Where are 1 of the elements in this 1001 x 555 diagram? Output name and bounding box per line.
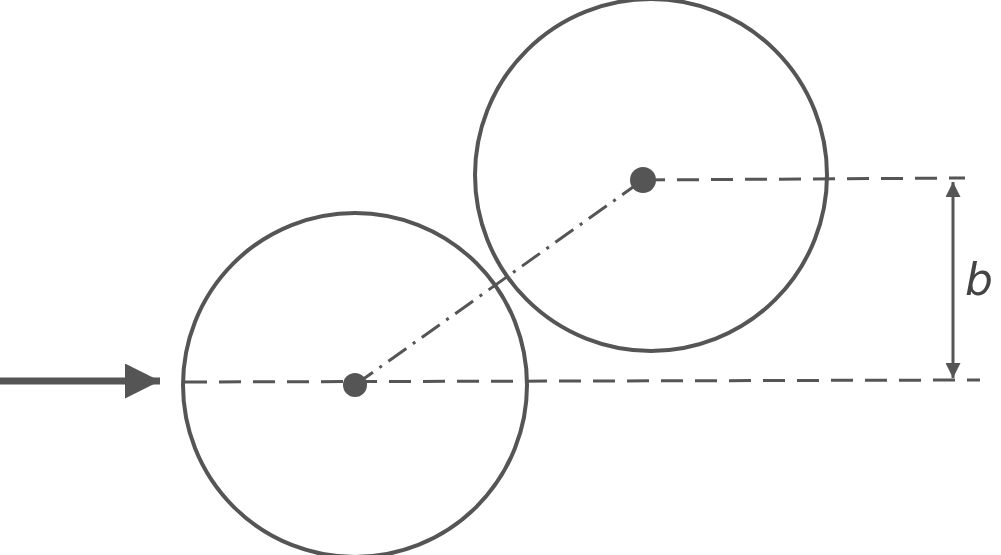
dimension-label: b [965, 258, 993, 302]
